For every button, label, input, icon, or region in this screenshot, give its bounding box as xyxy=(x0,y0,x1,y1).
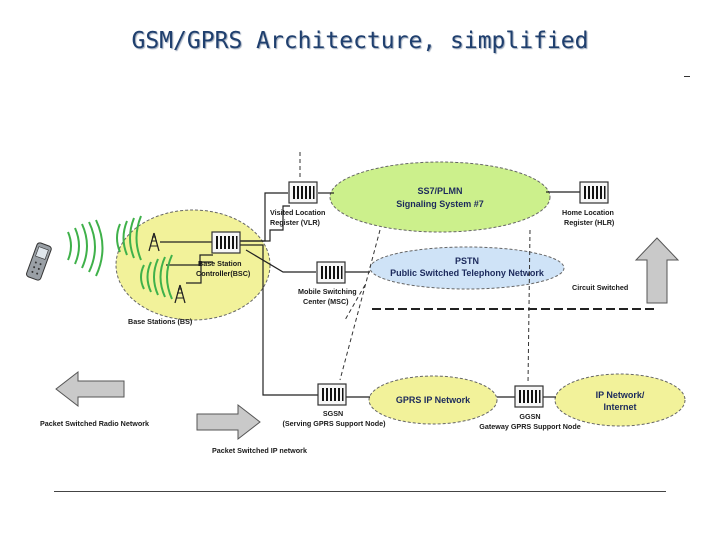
vlr-label-1: Visited Location xyxy=(270,208,325,217)
bottom-rule xyxy=(54,491,666,492)
ip-network-internet-cloud xyxy=(554,373,686,427)
connection-lines xyxy=(160,191,580,398)
sgsn-label-1: SGSN xyxy=(323,409,343,418)
packet-ip-label: Packet Switched IP network xyxy=(212,446,307,455)
bsc-label-1: Base Station xyxy=(198,259,242,268)
gprs-ip-network-cloud xyxy=(368,375,498,425)
dashed-signaling-lines xyxy=(299,152,531,385)
msc-node-icon xyxy=(316,261,346,284)
ggsn-label-1: GGSN xyxy=(519,412,540,421)
slide-title: GSM/GPRS Architecture, simplified xyxy=(131,28,589,54)
ggsn-node-icon xyxy=(514,385,544,408)
pstn-cloud-label-2: Public Switched Telephony Network xyxy=(390,268,545,278)
hlr-label-1: Home Location xyxy=(562,208,614,217)
circuit-switched-arrow xyxy=(634,237,680,304)
pstn-cloud xyxy=(369,246,565,290)
ss7-cloud-label-1: SS7/PLMN xyxy=(417,186,462,196)
ggsn-label-2: Gateway GPRS Support Node xyxy=(479,422,580,431)
ip-internet-cloud-label-2: Internet xyxy=(603,402,636,412)
hlr-label-2: Register (HLR) xyxy=(564,218,615,227)
bsc-node-icon xyxy=(211,231,241,254)
ss7-cloud-label-2: Signaling System #7 xyxy=(396,199,484,209)
pstn-cloud-label-1: PSTN xyxy=(455,256,479,266)
sgsn-node-icon xyxy=(317,383,347,406)
circuit-switched-label: Circuit Switched xyxy=(572,283,628,292)
ss7-plmn-cloud xyxy=(329,161,551,233)
base-stations-label: Base Stations (BS) xyxy=(128,317,193,326)
packet-radio-label: Packet Switched Radio Network xyxy=(40,419,149,428)
vlr-label-2: Register (VLR) xyxy=(270,218,321,227)
ip-internet-cloud-label-1: IP Network/ xyxy=(596,390,645,400)
radio-wave-icon xyxy=(67,215,173,300)
packet-radio-arrow xyxy=(55,370,125,408)
msc-label-2: Center (MSC) xyxy=(303,297,349,306)
gprs-ip-cloud-label: GPRS IP Network xyxy=(396,395,471,405)
corner-mark xyxy=(684,76,690,77)
bsc-label-2: Controller(BSC) xyxy=(196,269,251,278)
sgsn-label-2: (Serving GPRS Support Node) xyxy=(282,419,386,428)
msc-label-1: Mobile Switching xyxy=(298,287,357,296)
packet-ip-arrow xyxy=(196,403,261,441)
mobile-phone-icon xyxy=(26,242,52,281)
vlr-node-icon xyxy=(288,181,318,204)
hlr-node-icon xyxy=(579,181,609,204)
